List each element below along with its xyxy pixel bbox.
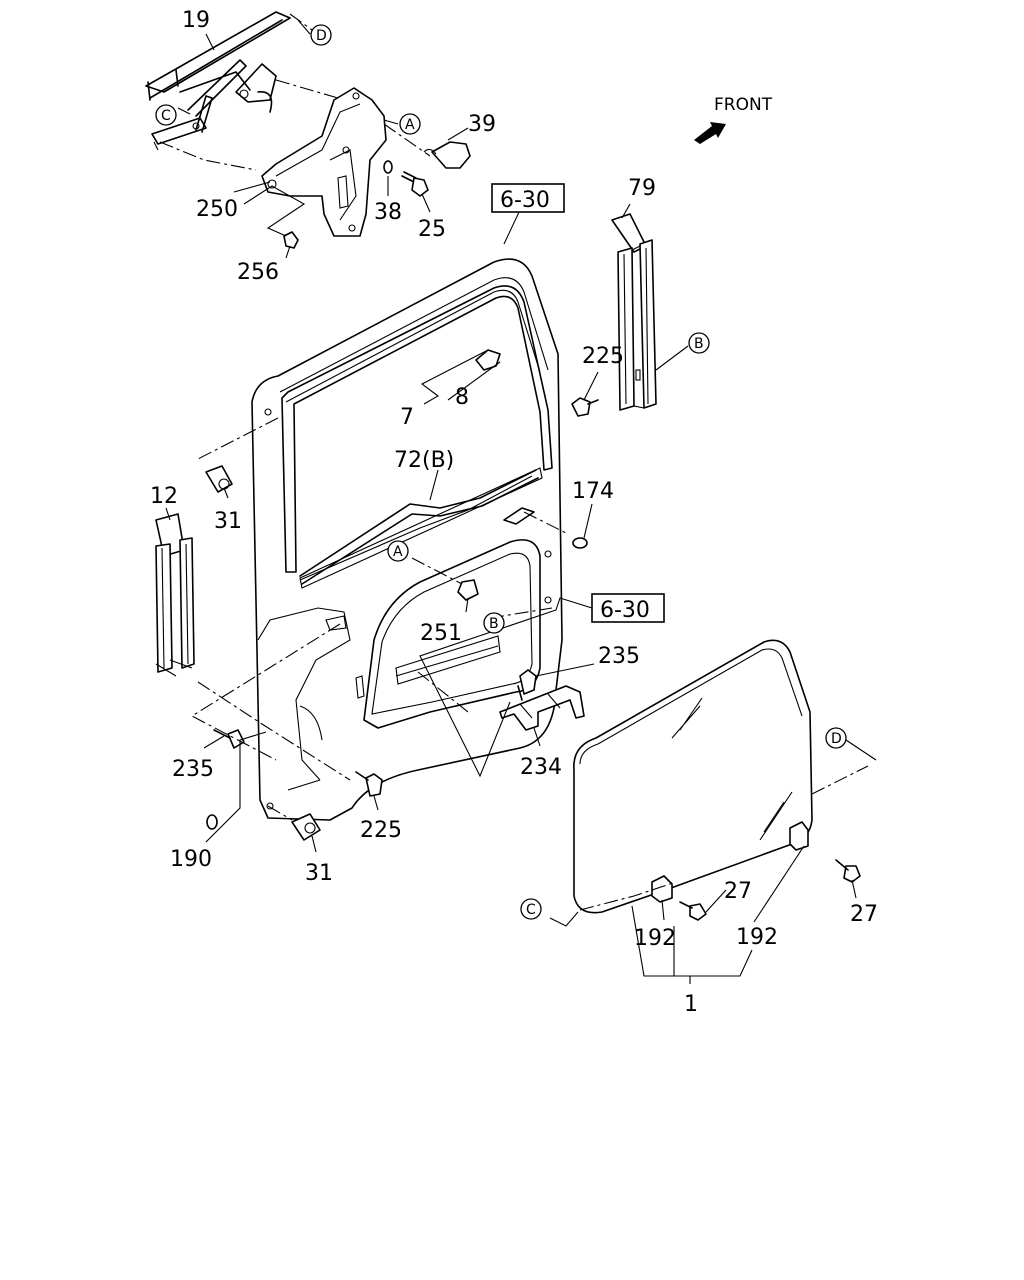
window-run-channel — [281, 285, 553, 589]
front-channel-12 — [155, 513, 195, 677]
reference-box-lower[interactable]: 6-30 — [591, 593, 665, 623]
svg-text:C: C — [526, 902, 536, 918]
glass-guide-bracket-234 — [499, 685, 585, 731]
part-label-225-lower[interactable]: 225 — [360, 818, 402, 843]
part-label-1[interactable]: 1 — [684, 992, 698, 1017]
part-label-38[interactable]: 38 — [374, 200, 402, 225]
circle-ref-a-mid: A — [387, 540, 409, 562]
svg-text:C: C — [161, 108, 171, 124]
bolt-25 — [401, 171, 417, 183]
circle-ref-c-top: C — [155, 104, 177, 126]
svg-text:D: D — [316, 28, 327, 44]
part-label-25[interactable]: 25 — [418, 217, 446, 242]
circle-ref-b-top: B — [688, 332, 710, 354]
part-label-72b[interactable]: 72(B) — [394, 448, 454, 473]
svg-text:A: A — [405, 117, 415, 133]
part-label-8[interactable]: 8 — [455, 385, 469, 410]
nut-256 — [283, 231, 299, 249]
circle-ref-a-top: A — [399, 113, 421, 135]
part-label-251[interactable]: 251 — [420, 621, 462, 646]
part-label-250[interactable]: 250 — [196, 197, 238, 222]
circle-ref-d-top: D — [310, 24, 332, 46]
svg-text:B: B — [489, 616, 499, 632]
window-regulator-assembly — [145, 11, 339, 171]
part-label-27-right[interactable]: 27 — [850, 902, 878, 927]
fasteners — [205, 349, 861, 921]
plug-174 — [572, 537, 588, 549]
label-leaders — [165, 19, 877, 984]
svg-text:A: A — [393, 544, 403, 560]
part-label-190[interactable]: 190 — [170, 847, 212, 872]
part-label-31-lower[interactable]: 31 — [305, 861, 333, 886]
clip-39 — [431, 141, 471, 169]
front-arrow-icon — [694, 122, 726, 144]
front-label: FRONT — [714, 95, 773, 115]
part-label-31-upper[interactable]: 31 — [214, 509, 242, 534]
reference-label-upper[interactable]: 6-30 — [500, 188, 550, 213]
part-label-256[interactable]: 256 — [237, 260, 279, 285]
hole-174 — [503, 507, 535, 525]
rear-channel-79 — [611, 213, 657, 411]
regulator-bracket — [261, 87, 387, 237]
front-arrow — [694, 122, 726, 144]
part-label-27-left[interactable]: 27 — [724, 879, 752, 904]
circle-ref-b-mid: B — [483, 612, 505, 634]
reference-label-lower[interactable]: 6-30 — [600, 598, 650, 623]
part-label-12[interactable]: 12 — [150, 484, 178, 509]
part-label-234[interactable]: 234 — [520, 755, 562, 780]
svg-text:D: D — [831, 731, 842, 747]
part-label-7[interactable]: 7 — [400, 405, 414, 430]
part-label-174[interactable]: 174 — [572, 479, 614, 504]
circle-ref-c-bottom: C — [520, 898, 542, 920]
part-label-235-right[interactable]: 235 — [598, 644, 640, 669]
part-label-39[interactable]: 39 — [468, 112, 496, 137]
door-glass — [573, 639, 813, 914]
part-label-225-upper[interactable]: 225 — [582, 344, 624, 369]
leader-lines — [190, 417, 869, 911]
weatherstrip-72b — [299, 469, 539, 585]
part-label-235-left[interactable]: 235 — [172, 757, 214, 782]
bracket-fasteners — [233, 123, 471, 249]
part-label-192-left[interactable]: 192 — [634, 926, 676, 951]
svg-text:B: B — [694, 336, 704, 352]
part-label-192-right[interactable]: 192 — [736, 925, 778, 950]
washer-38 — [383, 160, 393, 174]
part-label-19[interactable]: 19 — [182, 8, 210, 33]
glass-clips — [651, 821, 809, 903]
circle-ref-d-bottom: D — [825, 727, 847, 749]
reference-box-upper[interactable]: 6-30 — [491, 183, 565, 213]
part-label-79[interactable]: 79 — [628, 176, 656, 201]
